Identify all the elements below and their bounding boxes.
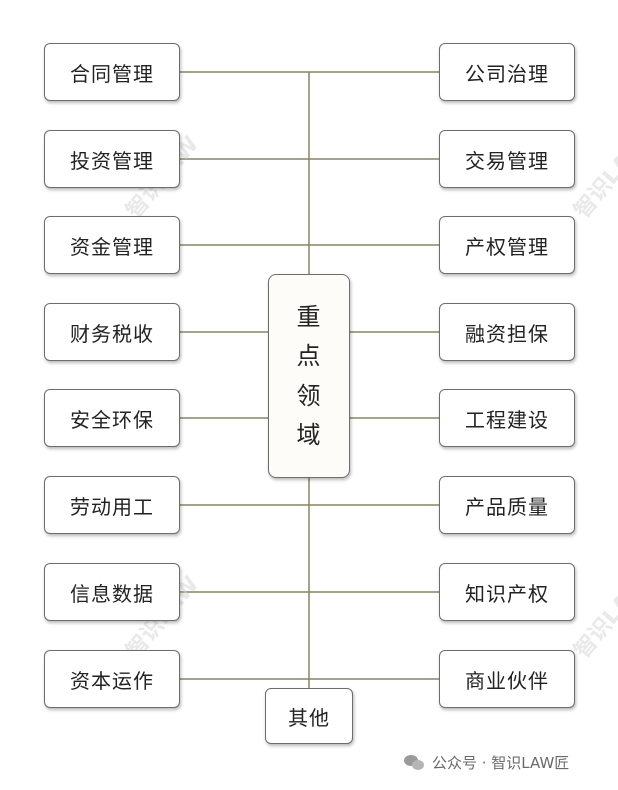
node-label: 劳动用工 [70,494,154,519]
node-contract-management: 合同管理 [44,43,180,101]
node-intellectual-property: 知识产权 [439,563,575,621]
node-label: 财务税收 [70,321,154,346]
center-char: 点 [296,342,322,371]
node-label: 融资担保 [465,321,549,346]
node-label: 信息数据 [70,581,154,606]
footer-text: 公众号 · 智识LAW匠 [432,754,570,772]
node-label: 资金管理 [70,234,154,259]
footer-attribution: 公众号 · 智识LAW匠 [404,752,569,773]
node-label: 其他 [288,705,330,730]
node-label: 资本运作 [70,668,154,693]
node-label: 公司治理 [465,61,549,86]
center-char: 领 [296,381,322,410]
node-engineering-construction: 工程建设 [439,389,575,447]
node-other: 其他 [265,688,353,744]
center-node-key-areas: 重 点 领 域 [268,274,350,478]
node-investment-management: 投资管理 [44,130,180,188]
node-finance-tax: 财务税收 [44,303,180,361]
node-label: 投资管理 [70,148,154,173]
center-char: 重 [296,302,322,331]
node-label: 安全环保 [70,407,154,432]
node-property-rights-management: 产权管理 [439,216,575,274]
node-label: 产品质量 [465,494,549,519]
node-label: 交易管理 [465,148,549,173]
node-business-partners: 商业伙伴 [439,650,575,708]
wechat-icon [404,754,426,772]
node-corporate-governance: 公司治理 [439,43,575,101]
node-product-quality: 产品质量 [439,476,575,534]
node-label: 产权管理 [465,234,549,259]
node-safety-environment: 安全环保 [44,389,180,447]
node-label: 商业伙伴 [465,668,549,693]
node-funds-management: 资金管理 [44,216,180,274]
node-labor-employment: 劳动用工 [44,476,180,534]
center-char: 域 [296,421,322,450]
node-capital-operation: 资本运作 [44,650,180,708]
node-financing-guarantee: 融资担保 [439,303,575,361]
node-label: 合同管理 [70,61,154,86]
node-label: 知识产权 [465,581,549,606]
node-transaction-management: 交易管理 [439,130,575,188]
node-label: 工程建设 [465,407,549,432]
node-information-data: 信息数据 [44,563,180,621]
